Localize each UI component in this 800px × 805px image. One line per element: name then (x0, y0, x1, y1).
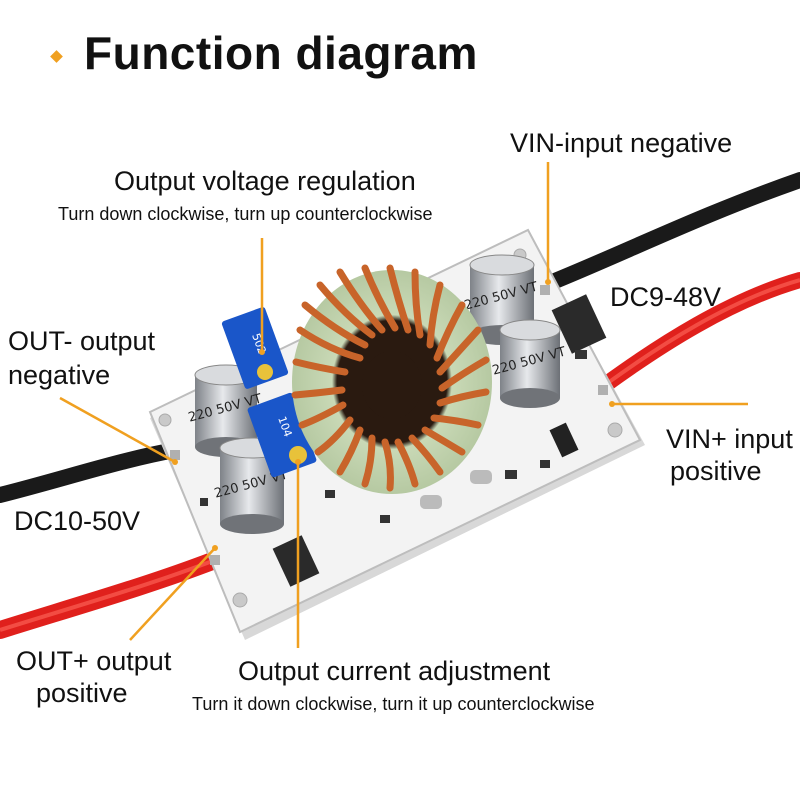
page-title: Function diagram (84, 27, 478, 79)
capacitor-3: 220 50V VT (187, 364, 263, 457)
capacitor-2: 220 50V VT (491, 319, 567, 408)
label-dc-output: DC10-50V (14, 506, 141, 536)
toroid-inductor (291, 264, 492, 494)
wire-vin-negative (537, 172, 800, 293)
label-out-negative-line1: OUT- output (8, 326, 156, 356)
label-dc-input: DC9-48V (610, 282, 722, 312)
label-vin-positive-line1: VIN+ input (666, 424, 793, 454)
callout-lines (59, 162, 748, 648)
label-voltage-regulation-sub: Turn down clockwise, turn up countercloc… (58, 204, 433, 224)
label-vin-negative: VIN-input negative (510, 128, 733, 158)
label-out-negative-line2: negative (8, 360, 111, 390)
callout-out-positive (129, 547, 216, 641)
label-current-adjustment: Output current adjustment (238, 656, 551, 686)
callout-out-negative (59, 396, 176, 464)
wire-out-negative (0, 442, 183, 503)
label-vin-positive-line2: positive (670, 456, 762, 486)
label-out-positive-line2: positive (36, 678, 128, 708)
label-current-adjustment-sub: Turn it down clockwise, turn it up count… (192, 694, 595, 714)
potentiometer-voltage: 502 (221, 307, 289, 389)
label-out-positive-line1: OUT+ output (16, 646, 172, 676)
label-voltage-regulation: Output voltage regulation (114, 166, 416, 196)
capacitor-1: 220 50V VT (463, 254, 539, 345)
